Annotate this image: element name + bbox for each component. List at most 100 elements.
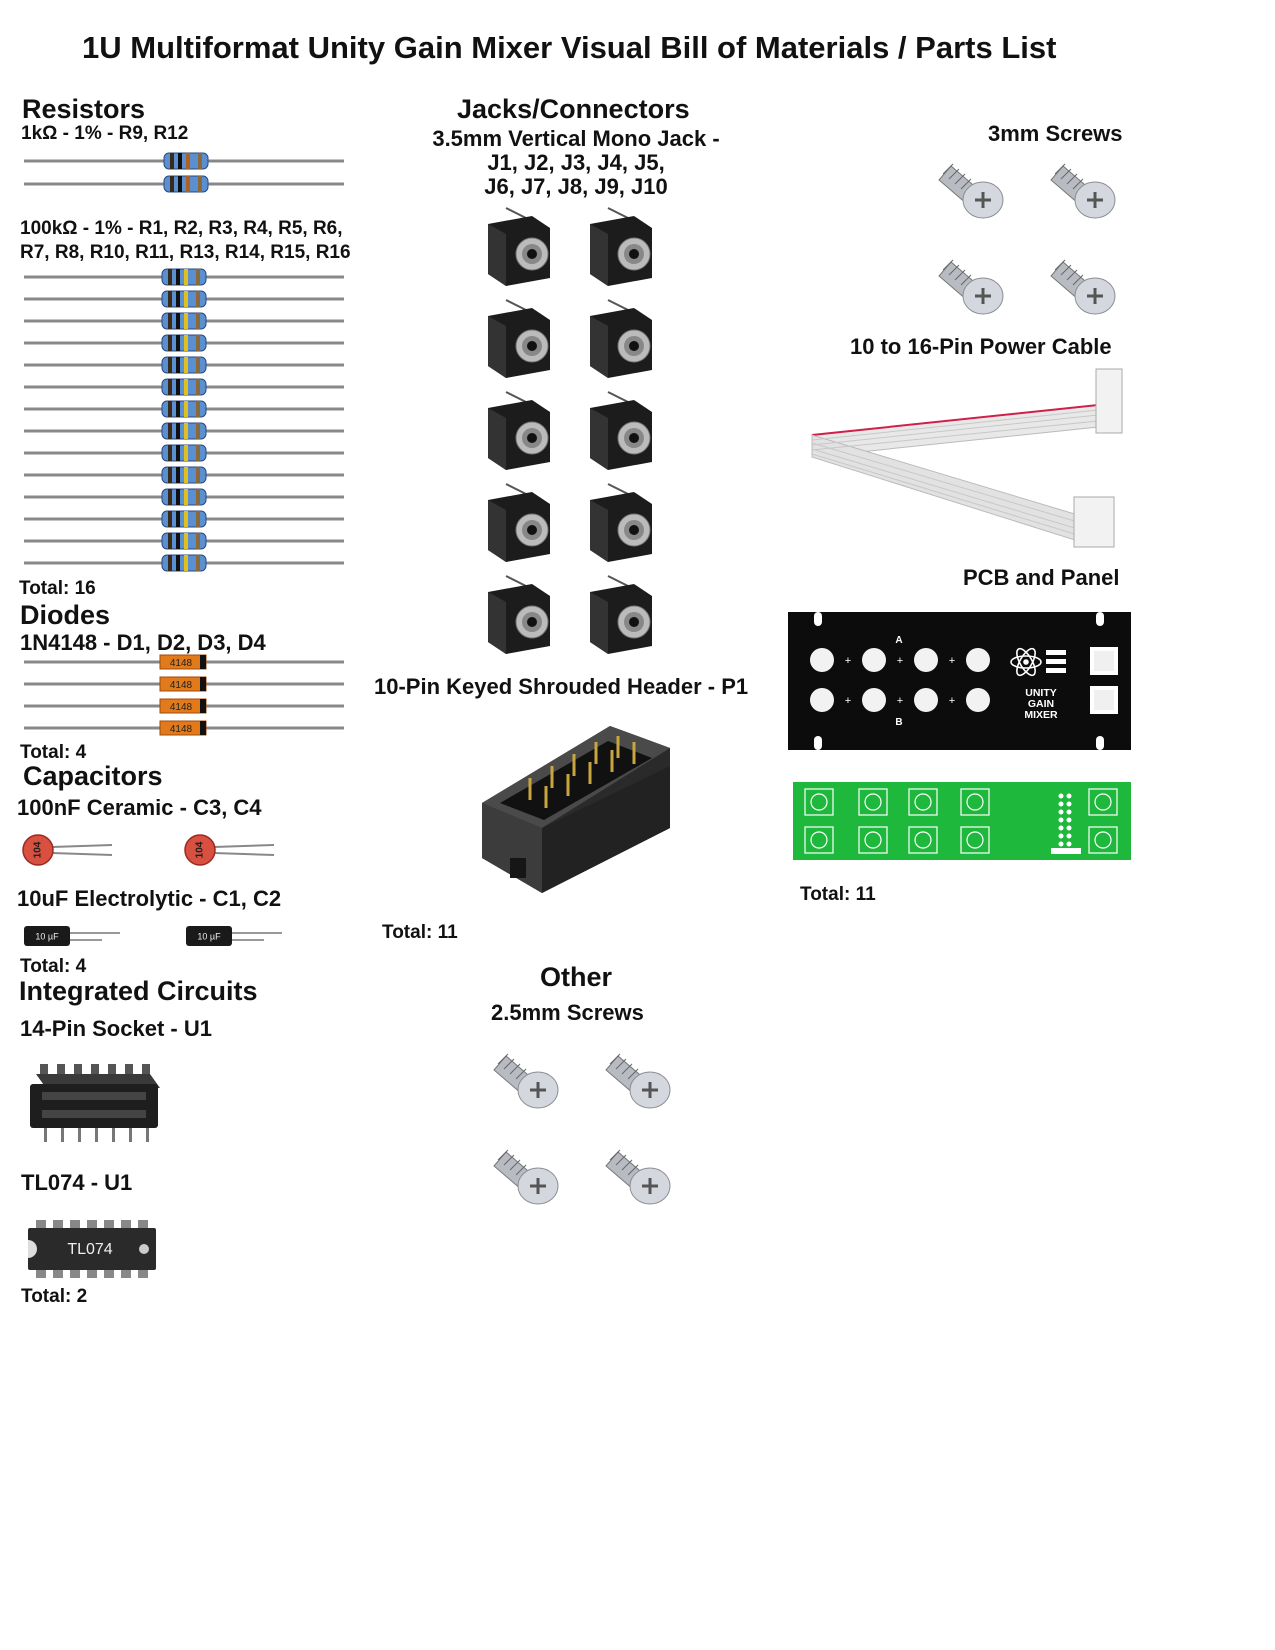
pcb-panel-total: Total: 11	[800, 884, 876, 905]
panel-plus-icon: +	[845, 655, 851, 667]
resistor-1k-label: 1kΩ - 1% - R9, R12	[21, 123, 189, 144]
resistor-100k-icon	[24, 312, 344, 330]
diode-label: 1N4148 - D1, D2, D3, D4	[20, 630, 266, 655]
jacks-total: Total: 11	[382, 922, 458, 943]
pcb-jack-footprint-icon	[1088, 826, 1118, 854]
screw-3mm-icon	[938, 163, 1004, 219]
chip-pin-icon	[104, 1220, 114, 1230]
panel-jack-hole-icon	[810, 648, 834, 672]
panel-plus-icon: +	[949, 655, 955, 667]
screw-3mm-icon	[1050, 163, 1116, 219]
diode-marking: 4148	[170, 702, 193, 713]
mono-jack-icon	[590, 575, 652, 654]
mono-jack-icon	[488, 207, 550, 286]
chip-pin-icon	[70, 1268, 80, 1278]
ics-total: Total: 2	[21, 1286, 88, 1307]
chip-pin-icon	[36, 1268, 46, 1278]
resistor-100k-icon	[24, 268, 344, 286]
pcb-ic-pad-icon	[1066, 793, 1072, 799]
panel-jack-hole-icon	[810, 688, 834, 712]
socket-pin-icon	[78, 1124, 81, 1142]
socket-pin-icon	[74, 1064, 82, 1078]
page-title: 1U Multiformat Unity Gain Mixer Visual B…	[82, 30, 1057, 65]
resistors-heading: Resistors	[22, 94, 146, 124]
pcb-jack-footprint-icon	[908, 788, 938, 816]
ceramic-cap-marking: 104	[33, 841, 44, 858]
chip-pin-icon	[53, 1220, 63, 1230]
chip-pin-icon	[138, 1220, 148, 1230]
resistor-100k-icon	[24, 444, 344, 462]
socket-pin-icon	[125, 1064, 133, 1078]
resistor-100k-icon	[24, 378, 344, 396]
mono-jack-icon	[590, 299, 652, 378]
diodes-total: Total: 4	[20, 742, 87, 763]
ceramic-cap-marking: 104	[195, 841, 206, 858]
panel-logo-line1: UNITY	[1025, 687, 1057, 699]
screw-3mm-icon	[938, 259, 1004, 315]
pcb-ic-pad-icon	[1058, 825, 1064, 831]
power-cable-label: 10 to 16-Pin Power Cable	[850, 334, 1112, 359]
chip-pin-icon	[121, 1220, 131, 1230]
other-heading: Other	[540, 962, 613, 992]
panel-jack-hole-icon	[914, 688, 938, 712]
panel-jack-hole-icon	[914, 648, 938, 672]
pcb-ic-pad-icon	[1058, 841, 1064, 847]
jack-grid	[488, 207, 652, 654]
electrolytic-cap-group: 10 µF 10 µF	[24, 926, 282, 946]
resistor-100k-icon	[24, 532, 344, 550]
electrolytic-cap-marking: 10 µF	[35, 931, 59, 941]
pcb-jack-footprint-icon	[804, 788, 834, 816]
jack-label-line1: 3.5mm Vertical Mono Jack -	[432, 126, 720, 151]
diode-icon: 4148	[24, 698, 344, 714]
pcb-ic-pad-icon	[1066, 825, 1072, 831]
tl074-chip-icon: TL074	[28, 1220, 156, 1278]
panel-plus-icon: +	[897, 655, 903, 667]
resistor-100k-label-line1: 100kΩ - 1% - R1, R2, R3, R4, R5, R6,	[20, 218, 343, 239]
panel-plus-icon: +	[949, 695, 955, 707]
panel-logo-line2: GAIN	[1028, 698, 1054, 710]
socket-pin-icon	[129, 1124, 132, 1142]
mono-jack-icon	[488, 483, 550, 562]
socket-pin-icon	[108, 1064, 116, 1078]
jack-label-line2: J1, J2, J3, J4, J5,	[487, 150, 665, 175]
pcb-jack-footprint-icon	[960, 826, 990, 854]
chip-pin-icon	[138, 1268, 148, 1278]
panel-plus-icon: +	[897, 695, 903, 707]
resistor-100k-icon	[24, 466, 344, 484]
socket-pin-icon	[57, 1064, 65, 1078]
electrolytic-cap-label: 10uF Electrolytic - C1, C2	[17, 886, 282, 911]
resistor-100k-icon	[24, 422, 344, 440]
screw-2-5mm-icon	[493, 1053, 559, 1109]
resistor-100k-icon	[24, 356, 344, 374]
shrouded-header-label: 10-Pin Keyed Shrouded Header - P1	[374, 674, 749, 699]
panel-jack-hole-icon	[862, 648, 886, 672]
front-panel-icon: A B ++++++ UNITY GAIN MIXER	[788, 612, 1131, 750]
screws-2-5mm-group	[493, 1053, 671, 1205]
pcb-ic-pad-icon	[1058, 809, 1064, 815]
pcb-ic-pad-icon	[1058, 817, 1064, 823]
pcb-header-silk-icon	[1051, 848, 1081, 854]
resistor-100k-icon	[24, 400, 344, 418]
electrolytic-cap-marking: 10 µF	[197, 931, 221, 941]
socket-pin-icon	[40, 1064, 48, 1078]
screws-3mm-group	[938, 163, 1116, 315]
ceramic-capacitor-icon: 104	[184, 834, 275, 866]
atom-logo-icon	[1010, 647, 1042, 677]
mono-jack-icon	[488, 391, 550, 470]
ic-socket-icon	[30, 1064, 160, 1142]
ceramic-capacitor-icon: 104	[22, 834, 113, 866]
socket-pin-icon	[95, 1124, 98, 1142]
pcb-jack-footprint-icon	[804, 826, 834, 854]
pcb-icon	[793, 782, 1131, 860]
ic-socket-label: 14-Pin Socket - U1	[20, 1016, 212, 1041]
jack-label-line3: J6, J7, J8, J9, J10	[484, 174, 668, 199]
panel-logo-line3: MIXER	[1024, 709, 1058, 721]
electrolytic-capacitor-icon: 10 µF	[24, 926, 120, 946]
electrolytic-capacitor-icon: 10 µF	[186, 926, 282, 946]
socket-pin-icon	[146, 1124, 149, 1142]
resistor-100k-icon	[24, 488, 344, 506]
resistor-1k-icon	[24, 152, 344, 170]
tl074-label: TL074 - U1	[21, 1170, 133, 1195]
mono-jack-icon	[488, 575, 550, 654]
socket-pin-icon	[112, 1124, 115, 1142]
